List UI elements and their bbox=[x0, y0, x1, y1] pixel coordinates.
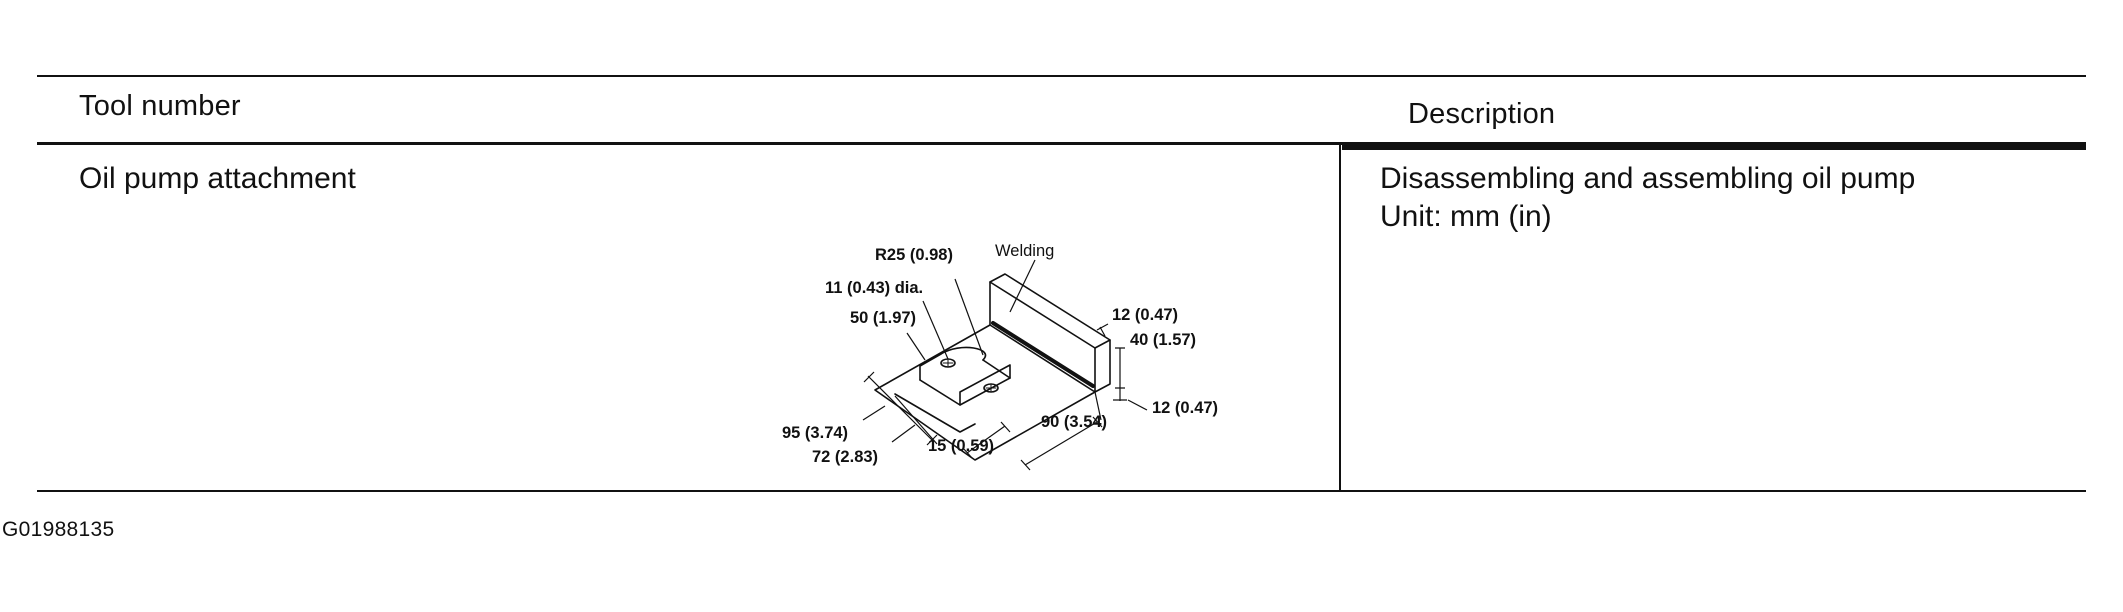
label-dim-40: 40 (1.57) bbox=[1130, 331, 1196, 349]
description-line-purpose: Disassembling and assembling oil pump bbox=[1380, 162, 1916, 195]
label-dim-15: 15 (0.59) bbox=[928, 437, 994, 455]
description-cell: Disassembling and assembling oil pump Un… bbox=[1380, 160, 1915, 236]
tool-name-cell: Oil pump attachment bbox=[79, 162, 356, 195]
label-dim-72: 72 (2.83) bbox=[812, 448, 878, 466]
description-line-units: Unit: mm (in) bbox=[1380, 200, 1552, 233]
label-dim-90: 90 (3.54) bbox=[1041, 413, 1107, 431]
table-top-rule bbox=[37, 75, 2086, 77]
column-header-description: Description bbox=[1408, 98, 1556, 130]
hole-lower bbox=[983, 383, 999, 393]
table-bottom-rule bbox=[37, 490, 2086, 492]
vertical-plate bbox=[989, 281, 1096, 393]
column-divider bbox=[1339, 145, 1341, 490]
label-welding: Welding bbox=[995, 242, 1054, 260]
header-rule bbox=[37, 142, 2086, 145]
slot-cutout bbox=[919, 359, 1011, 406]
header-rule-thick bbox=[1342, 142, 2086, 150]
label-dim-95: 95 (3.74) bbox=[782, 424, 848, 442]
label-dim-12-side: 12 (0.47) bbox=[1152, 399, 1218, 417]
welding-seam bbox=[991, 321, 1095, 388]
figure-id: G01988135 bbox=[2, 518, 115, 541]
column-header-tool-number: Tool number bbox=[79, 90, 241, 122]
oil-pump-attachment-drawing: R25 (0.98) Welding 11 (0.43) dia. 50 (1.… bbox=[782, 242, 1218, 471]
label-dim-50: 50 (1.97) bbox=[850, 309, 916, 327]
label-hole-dia: 11 (0.43) dia. bbox=[825, 279, 923, 297]
label-dim-12-top: 12 (0.47) bbox=[1112, 306, 1178, 324]
label-radius: R25 (0.98) bbox=[875, 246, 953, 264]
